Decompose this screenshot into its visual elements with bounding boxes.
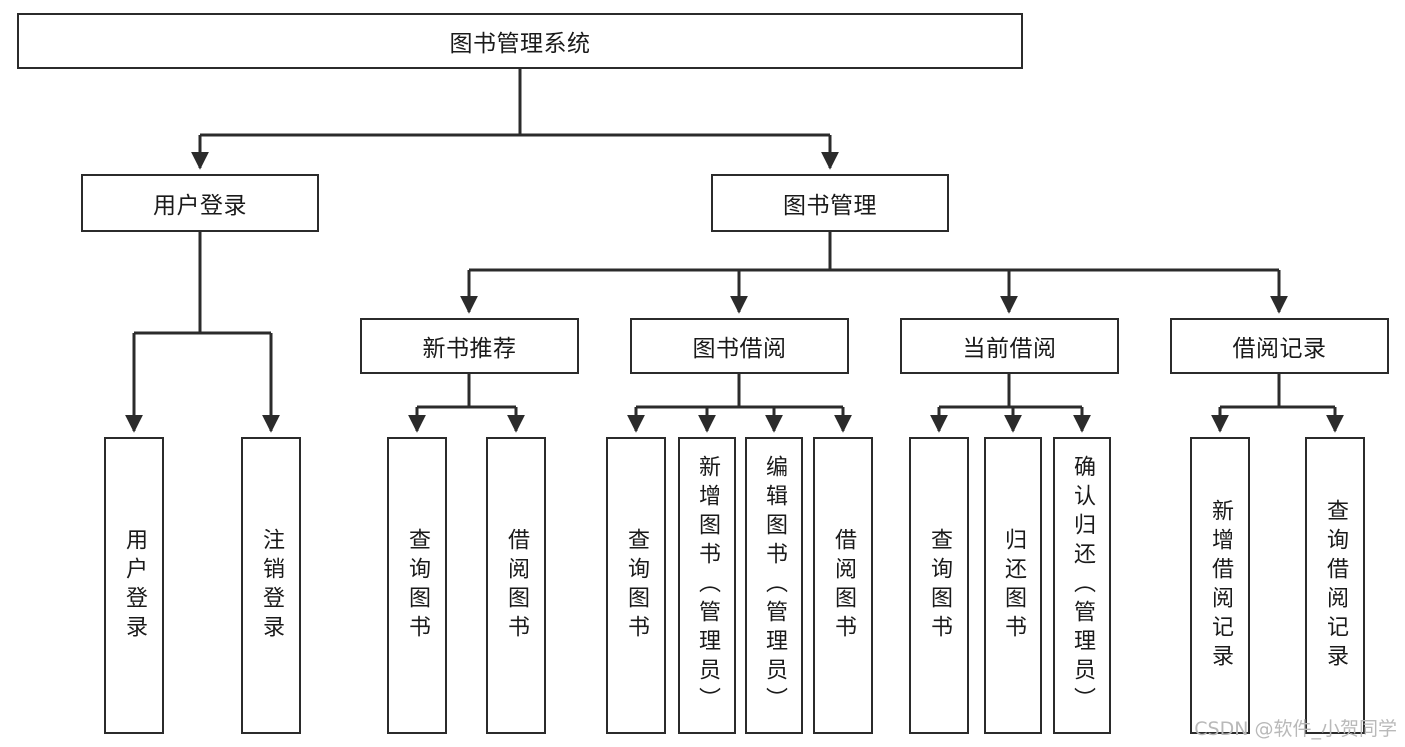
node-leaf-add-book[interactable]: 新增图书（管理员） [678, 437, 736, 734]
node-leaf-query-book-1[interactable]: 查询图书 [387, 437, 447, 734]
node-leaf-logout[interactable]: 注销登录 [241, 437, 301, 734]
node-book-manage[interactable]: 图书管理 [711, 174, 949, 232]
node-user-login[interactable]: 用户登录 [81, 174, 319, 232]
node-leaf-borrow-book-2-label: 借阅图书 [831, 527, 856, 644]
node-borrow-record-label: 借阅记录 [1232, 336, 1327, 362]
node-leaf-borrow-book-1-label: 借阅图书 [504, 527, 529, 644]
node-leaf-query-record-label: 查询借阅记录 [1323, 498, 1348, 673]
node-user-login-label: 用户登录 [153, 193, 247, 219]
node-book-borrow-label: 图书借阅 [692, 336, 787, 362]
node-leaf-query-book-3-label: 查询图书 [927, 527, 952, 644]
node-leaf-query-book-2-label: 查询图书 [624, 527, 649, 644]
node-leaf-logout-label: 注销登录 [259, 527, 284, 644]
node-current-borrow[interactable]: 当前借阅 [900, 318, 1119, 374]
node-leaf-query-book-2[interactable]: 查询图书 [606, 437, 666, 734]
node-leaf-query-record[interactable]: 查询借阅记录 [1305, 437, 1365, 734]
watermark: CSDN @软件_小贺同学 [1194, 718, 1397, 740]
node-leaf-query-book-3[interactable]: 查询图书 [909, 437, 969, 734]
node-leaf-edit-book[interactable]: 编辑图书（管理员） [745, 437, 803, 734]
node-leaf-borrow-book-1[interactable]: 借阅图书 [486, 437, 546, 734]
node-leaf-confirm-return[interactable]: 确认归还（管理员） [1053, 437, 1111, 734]
node-leaf-edit-book-label: 编辑图书（管理员） [762, 455, 787, 716]
node-leaf-query-book-1-label: 查询图书 [405, 527, 430, 644]
node-leaf-confirm-return-label: 确认归还（管理员） [1070, 455, 1095, 716]
node-current-borrow-label: 当前借阅 [962, 336, 1057, 362]
node-new-book-rec-label: 新书推荐 [422, 336, 517, 362]
node-leaf-return-book-label: 归还图书 [1001, 527, 1026, 644]
node-book-borrow[interactable]: 图书借阅 [630, 318, 849, 374]
node-leaf-add-record[interactable]: 新增借阅记录 [1190, 437, 1250, 734]
node-leaf-return-book[interactable]: 归还图书 [984, 437, 1042, 734]
node-root[interactable]: 图书管理系统 [17, 13, 1023, 69]
node-root-label: 图书管理系统 [449, 31, 591, 57]
node-leaf-user-login-label: 用户登录 [122, 527, 147, 644]
node-book-manage-label: 图书管理 [783, 193, 877, 219]
node-borrow-record[interactable]: 借阅记录 [1170, 318, 1389, 374]
node-new-book-rec[interactable]: 新书推荐 [360, 318, 579, 374]
node-leaf-add-book-label: 新增图书（管理员） [695, 455, 720, 716]
node-leaf-borrow-book-2[interactable]: 借阅图书 [813, 437, 873, 734]
node-leaf-add-record-label: 新增借阅记录 [1208, 498, 1233, 673]
node-leaf-user-login[interactable]: 用户登录 [104, 437, 164, 734]
